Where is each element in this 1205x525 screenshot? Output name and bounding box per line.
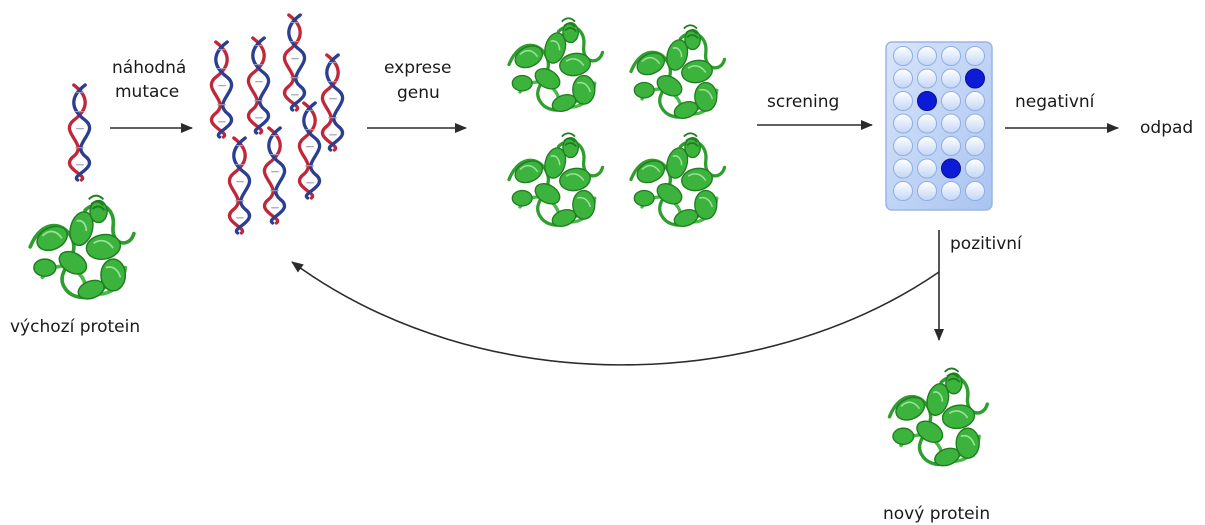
plate-well <box>918 69 937 88</box>
waste-label: odpad <box>1140 118 1193 138</box>
negative-label: negativní <box>1015 92 1096 112</box>
screening-plate <box>886 42 992 210</box>
plate-well <box>894 92 913 111</box>
new-protein-icon <box>890 368 988 468</box>
plate-well <box>966 92 985 111</box>
plate-well-hit <box>966 69 985 88</box>
plate-well <box>966 137 985 156</box>
plate-well <box>894 137 913 156</box>
plate-well <box>894 159 913 178</box>
starting-protein-icon <box>30 196 134 303</box>
plate-well <box>942 114 961 133</box>
plate-well <box>918 114 937 133</box>
plate-well <box>918 182 937 201</box>
plate-well <box>966 114 985 133</box>
plate-well <box>918 159 937 178</box>
new-protein-label: nový protein <box>883 504 990 524</box>
plate-well <box>942 47 961 66</box>
plate-well <box>894 114 913 133</box>
starting-dna-icon <box>69 85 89 180</box>
protein-variants-icon <box>509 18 725 229</box>
screening-label: screning <box>767 92 839 112</box>
plate-well <box>942 182 961 201</box>
plate-well <box>894 182 913 201</box>
gene-expression-label-line2: genu <box>397 83 440 103</box>
plate-well-hit <box>942 159 961 178</box>
plate-well <box>918 47 937 66</box>
gene-expression-label-line1: exprese <box>384 58 451 78</box>
random-mutation-label-line2: mutace <box>115 82 179 102</box>
plate-well-hit <box>918 92 937 111</box>
mutant-dna-library-icon <box>211 15 342 233</box>
plate-well <box>918 137 937 156</box>
random-mutation-label-line1: náhodná <box>112 58 186 78</box>
plate-well <box>894 69 913 88</box>
plate-well <box>966 47 985 66</box>
positive-label: pozitivní <box>950 234 1023 254</box>
plate-well <box>894 47 913 66</box>
plate-well <box>942 137 961 156</box>
plate-well <box>942 92 961 111</box>
starting-protein-label: výchozí protein <box>10 317 140 337</box>
plate-well <box>942 69 961 88</box>
feedback-loop-arrow <box>292 262 939 365</box>
plate-well <box>966 159 985 178</box>
plate-well <box>966 182 985 201</box>
